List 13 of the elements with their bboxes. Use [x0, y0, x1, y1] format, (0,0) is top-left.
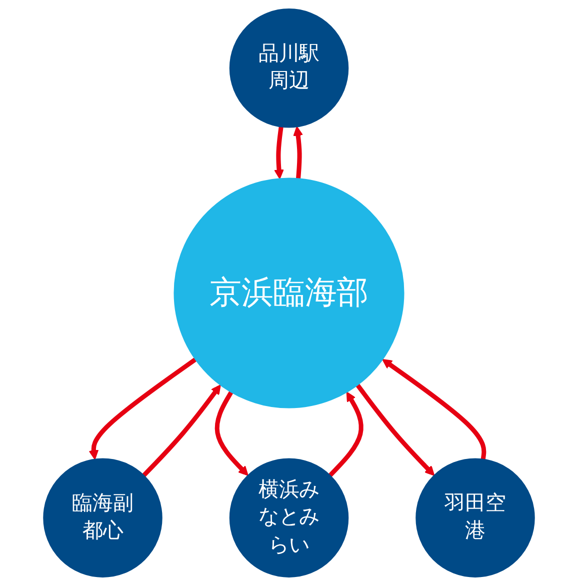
arrow [328, 392, 364, 477]
arrow [382, 358, 486, 460]
node-circle: 臨海副都心 [43, 458, 162, 578]
node-circle: 羽田空港 [416, 458, 535, 578]
node-circle: 京浜臨海部 [174, 178, 404, 408]
arrow [142, 384, 221, 477]
arrow [274, 126, 284, 180]
arrow [214, 390, 248, 476]
arrow [88, 358, 197, 460]
node-circle: 品川駅周辺 [229, 8, 349, 128]
arrow [356, 384, 435, 476]
node-circle: 横浜みなとみらい [229, 458, 349, 578]
arrow [293, 126, 304, 179]
